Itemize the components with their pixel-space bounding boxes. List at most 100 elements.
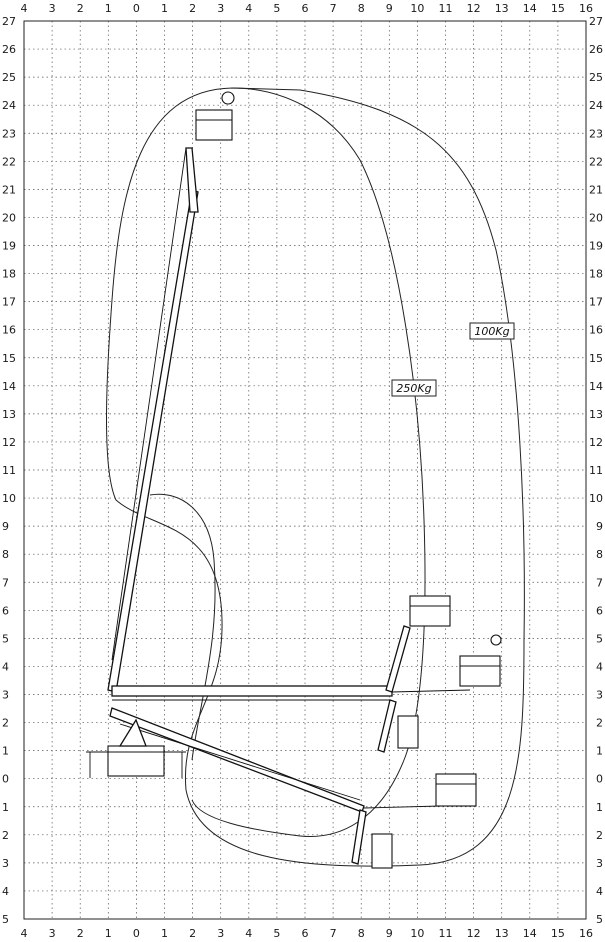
x-tick-bottom: 4 (21, 927, 28, 940)
y-tick-right: 5 (596, 632, 603, 645)
y-tick-left: 10 (2, 492, 16, 505)
y-tick-right: 3 (596, 689, 603, 702)
y-tick-left: 3 (2, 689, 9, 702)
y-tick-right: 18 (589, 268, 603, 281)
y-tick-left: 13 (2, 408, 16, 421)
x-tick-bottom: 6 (302, 927, 309, 940)
y-tick-right: 22 (589, 155, 603, 168)
y-tick-left: 3 (2, 857, 9, 870)
jib-horizontal-right (391, 689, 471, 693)
y-tick-left: 4 (2, 885, 9, 898)
jib-upper-right (385, 625, 411, 693)
y-tick-left: 24 (2, 99, 16, 112)
y-tick-right: 16 (589, 324, 603, 337)
x-tick-top: 1 (161, 2, 168, 15)
x-tick-top: 12 (467, 2, 481, 15)
y-tick-right: 23 (589, 127, 603, 140)
y-tick-right: 1 (596, 745, 603, 758)
boom-vertical-upper (107, 189, 199, 693)
x-tick-top: 10 (410, 2, 424, 15)
x-tick-bottom: 15 (551, 927, 565, 940)
basket-bottom (371, 833, 393, 869)
y-tick-right: 1 (596, 801, 603, 814)
label-250kg: 250Kg (391, 379, 437, 397)
basket-top (195, 91, 235, 141)
reach-envelopes (106, 87, 525, 867)
boom-vertical-rail (111, 147, 187, 661)
y-tick-left: 5 (2, 632, 9, 645)
y-tick-left: 7 (2, 576, 9, 589)
y-tick-right: 25 (589, 71, 603, 84)
x-tick-top: 2 (189, 2, 196, 15)
boom-vertical-top (185, 147, 199, 213)
x-tick-bottom: 1 (161, 927, 168, 940)
jib-down (351, 809, 367, 865)
y-tick-left: 27 (2, 15, 16, 28)
y-tick-left: 17 (2, 296, 16, 309)
y-tick-left: 4 (2, 660, 9, 673)
x-tick-top: 1 (105, 2, 112, 15)
y-tick-right: 12 (589, 436, 603, 449)
basket-lower-right (435, 773, 477, 807)
y-tick-left: 1 (2, 745, 9, 758)
x-tick-bottom: 0 (133, 927, 140, 940)
y-tick-right: 24 (589, 99, 603, 112)
y-tick-right: 5 (596, 913, 603, 926)
x-tick-bottom: 5 (273, 927, 280, 940)
y-tick-right: 27 (589, 15, 603, 28)
y-tick-left: 23 (2, 127, 16, 140)
boom-horizontal (111, 685, 393, 697)
x-tick-bottom: 16 (579, 927, 593, 940)
boom-lower-rail (119, 723, 361, 801)
x-tick-top: 3 (217, 2, 224, 15)
y-tick-right: 8 (596, 548, 603, 561)
x-tick-top: 4 (21, 2, 28, 15)
y-tick-left: 19 (2, 240, 16, 253)
x-tick-top: 7 (330, 2, 337, 15)
x-tick-top: 0 (133, 2, 140, 15)
x-tick-top: 15 (551, 2, 565, 15)
x-tick-bottom: 11 (439, 927, 453, 940)
y-tick-left: 25 (2, 71, 16, 84)
x-tick-bottom: 9 (386, 927, 393, 940)
y-tick-right: 0 (596, 773, 603, 786)
y-tick-left: 6 (2, 604, 9, 617)
x-tick-top: 16 (579, 2, 593, 15)
basket-right-low (397, 715, 419, 749)
x-tick-bottom: 3 (49, 927, 56, 940)
x-tick-bottom: 12 (467, 927, 481, 940)
x-tick-bottom: 10 (410, 927, 424, 940)
x-tick-top: 11 (439, 2, 453, 15)
x-tick-bottom: 2 (77, 927, 84, 940)
x-tick-bottom: 2 (189, 927, 196, 940)
x-tick-top: 4 (245, 2, 252, 15)
y-tick-left: 18 (2, 268, 16, 281)
y-tick-right: 17 (589, 296, 603, 309)
envelope-outer-100kg (106, 87, 525, 867)
baskets (195, 91, 502, 869)
x-tick-bottom: 4 (245, 927, 252, 940)
x-tick-top: 9 (386, 2, 393, 15)
y-tick-left: 14 (2, 380, 16, 393)
x-tick-top: 8 (358, 2, 365, 15)
y-tick-right: 21 (589, 183, 603, 196)
y-tick-right: 4 (596, 660, 603, 673)
x-tick-bottom: 13 (495, 927, 509, 940)
y-tick-right: 6 (596, 604, 603, 617)
y-tick-right: 26 (589, 43, 603, 56)
x-tick-bottom: 1 (105, 927, 112, 940)
y-tick-left: 15 (2, 352, 16, 365)
y-tick-left: 26 (2, 43, 16, 56)
boom-positions (107, 147, 471, 865)
y-tick-left: 2 (2, 717, 9, 730)
y-tick-left: 22 (2, 155, 16, 168)
y-tick-left: 20 (2, 211, 16, 224)
x-tick-bottom: 14 (523, 927, 537, 940)
y-tick-left: 0 (2, 773, 9, 786)
plot-frame (23, 20, 587, 920)
label-100kg: 100Kg (469, 322, 515, 340)
y-tick-left: 1 (2, 801, 9, 814)
basket-right-mid (459, 634, 502, 687)
